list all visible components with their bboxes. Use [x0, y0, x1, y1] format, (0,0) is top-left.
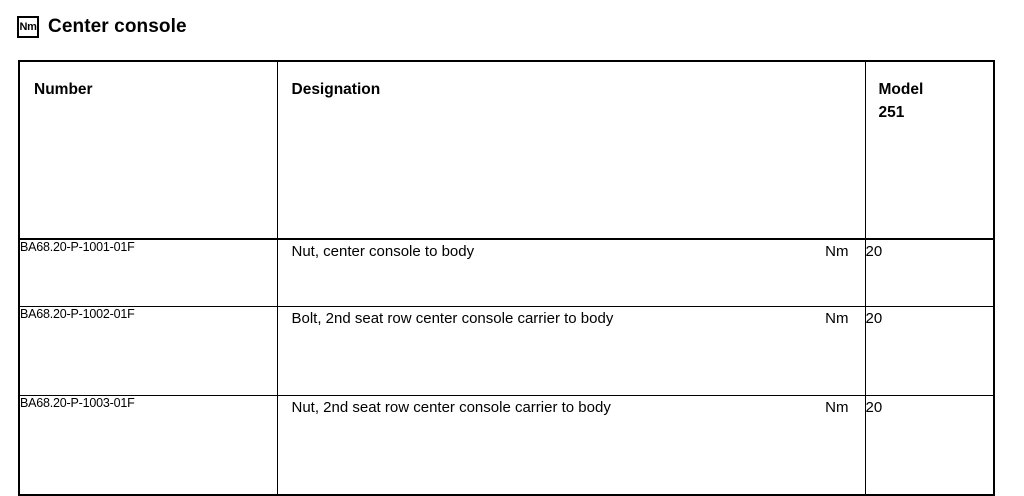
cell-number: BA68.20-P-1002-01F: [18, 306, 278, 396]
column-header-number: Number: [18, 60, 278, 240]
table-row: BA68.20-P-1002-01F Bolt, 2nd seat row ce…: [18, 306, 995, 396]
newton-meter-icon: Nm: [17, 16, 39, 38]
cell-number: BA68.20-P-1003-01F: [18, 395, 278, 496]
cell-model-251: 20: [864, 306, 995, 396]
column-header-designation: Designation: [276, 60, 866, 240]
table-row: BA68.20-P-1001-01F Nut, center console t…: [18, 238, 995, 307]
designation-unit: Nm: [825, 310, 849, 327]
column-header-model: Model 251: [864, 60, 995, 240]
page-title-row: Nm Center console: [17, 16, 187, 38]
column-header-model-label: Model: [878, 81, 924, 98]
torque-specification-table: Number Designation Model 251 BA68.20-P-1…: [18, 60, 995, 496]
page-title: Center console: [48, 16, 187, 37]
designation-unit: Nm: [825, 243, 849, 260]
cell-model-251: 20: [864, 395, 995, 496]
cell-designation: Nut, center console to body Nm: [276, 238, 866, 307]
table-header-row: Number Designation Model 251: [18, 60, 995, 240]
cell-number: BA68.20-P-1001-01F: [18, 238, 278, 307]
designation-text: Nut, 2nd seat row center console carrier…: [291, 399, 611, 416]
table-row: BA68.20-P-1003-01F Nut, 2nd seat row cen…: [18, 395, 995, 496]
designation-text: Nut, center console to body: [291, 243, 475, 260]
cell-designation: Nut, 2nd seat row center console carrier…: [276, 395, 866, 496]
cell-designation: Bolt, 2nd seat row center console carrie…: [276, 306, 866, 396]
designation-unit: Nm: [825, 399, 849, 416]
cell-model-251: 20: [864, 238, 995, 307]
column-header-model-number: 251: [878, 104, 905, 122]
designation-text: Bolt, 2nd seat row center console carrie…: [291, 310, 614, 327]
